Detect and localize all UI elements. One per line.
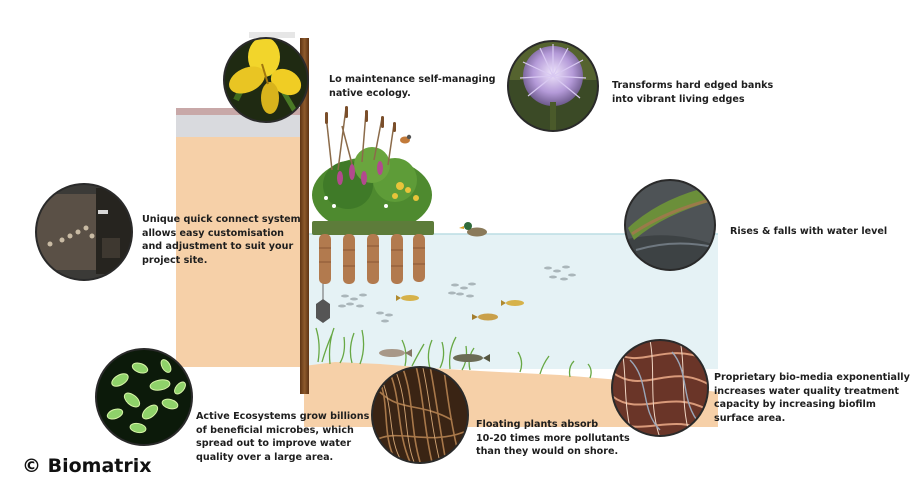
anchor-weight [316, 299, 330, 323]
caption-pollutants: Floating plants absorb 10-20 times more … [476, 419, 630, 458]
floating-island [312, 106, 434, 235]
caption-living-edges: Transforms hard edged banks into vibrant… [612, 80, 774, 105]
fish [379, 295, 524, 362]
fish-schools [338, 265, 576, 323]
biomedia-photo [611, 339, 709, 437]
copyright-label: © Biomatrix [22, 455, 152, 477]
island-mat [312, 221, 434, 235]
duck [459, 222, 487, 237]
caption-native-ecology: Lo maintenance self-managing native ecol… [329, 74, 496, 99]
caption-microbes: Active Ecosystems grow billions of benef… [196, 411, 370, 463]
bank-soil [176, 137, 302, 367]
mooring-pole [300, 38, 309, 394]
pole-cap [249, 32, 295, 38]
caption-quick-connect: Unique quick connect system allows easy … [142, 214, 301, 266]
microbes-photo [95, 348, 193, 446]
purple-thistle-photo [507, 40, 599, 132]
yellow-iris-photo [223, 37, 309, 123]
caption-bio-media: Proprietary bio-media exponentially incr… [714, 372, 910, 424]
caption-water-level: Rises & falls with water level [730, 226, 888, 237]
bird [400, 134, 412, 144]
root-columns [319, 234, 425, 284]
roots-photo [371, 366, 469, 464]
bank-section [176, 108, 302, 367]
connector-photo [35, 183, 133, 281]
floating-edge-photo [624, 179, 716, 271]
